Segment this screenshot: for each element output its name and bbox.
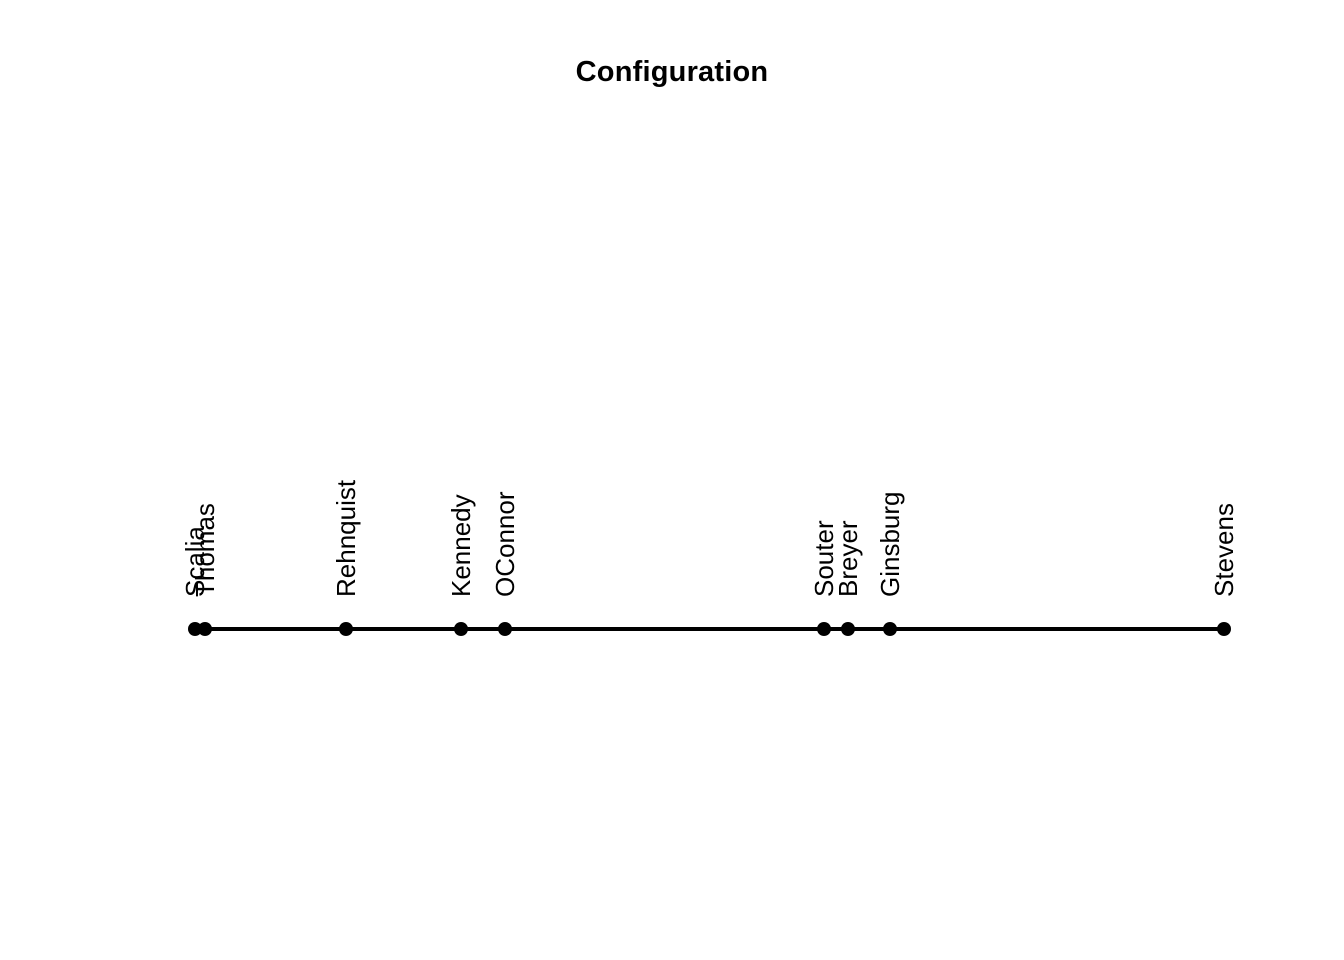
point-label-breyer: Breyer (833, 520, 863, 597)
point-marker-ginsburg (883, 622, 897, 636)
point-marker-souter (817, 622, 831, 636)
point-marker-stevens (1217, 622, 1231, 636)
point-marker-rehnquist (339, 622, 353, 636)
point-marker-breyer (841, 622, 855, 636)
point-label-stevens: Stevens (1209, 503, 1239, 597)
point-marker-thomas (198, 622, 212, 636)
point-marker-oconnor (498, 622, 512, 636)
point-label-thomas: Thomas (190, 503, 220, 597)
plot-title: Configuration (575, 56, 769, 88)
point-label-rehnquist: Rehnquist (331, 479, 361, 597)
point-label-oconnor: OConnor (490, 491, 520, 598)
configuration-axis-line (194, 627, 1224, 631)
point-label-kennedy: Kennedy (446, 494, 476, 597)
point-label-ginsburg: Ginsburg (875, 491, 905, 598)
point-marker-kennedy (454, 622, 468, 636)
